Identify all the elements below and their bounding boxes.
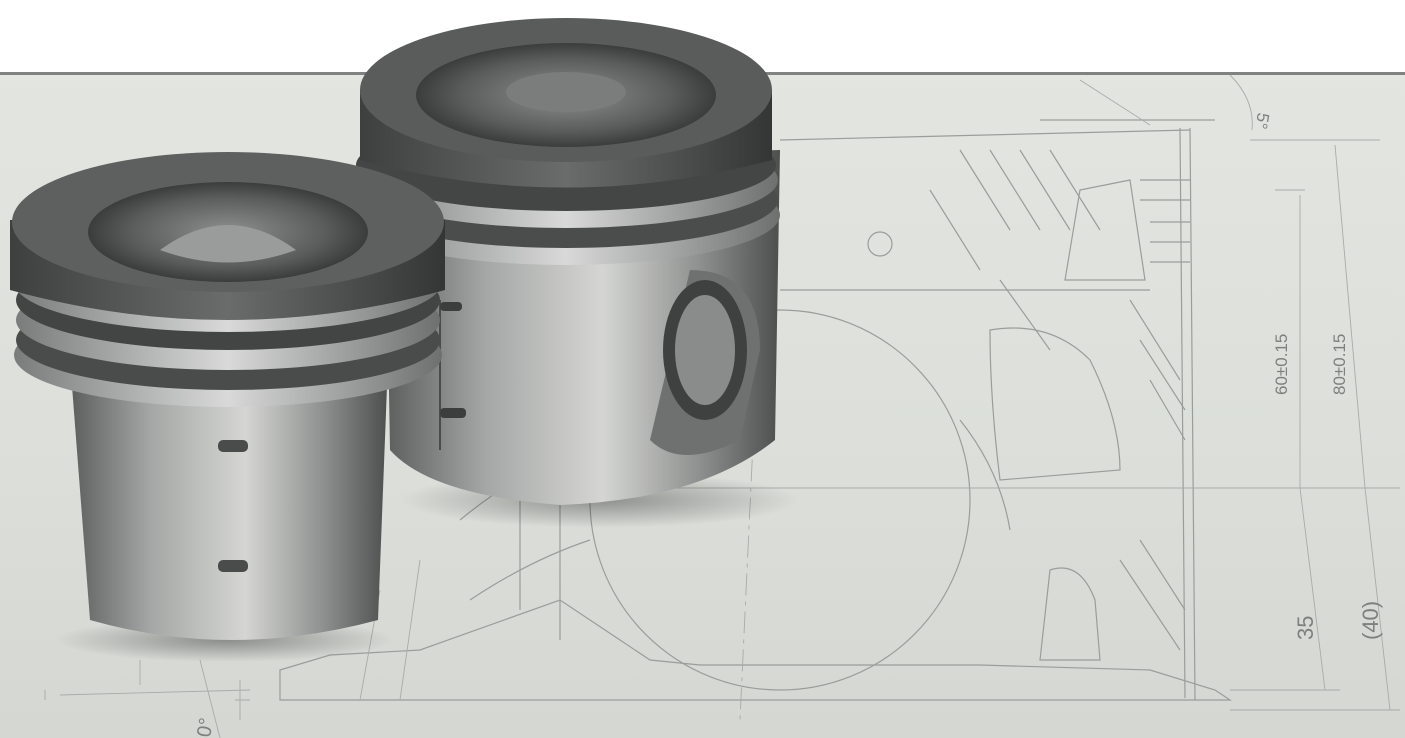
dim-label-5deg: 5°	[1251, 111, 1273, 130]
dim-label-80: 80±0.15	[1330, 334, 1349, 395]
piston-rear	[352, 18, 800, 528]
dim-label-35: 35	[1293, 616, 1318, 640]
piston-front	[10, 152, 445, 662]
dim-label-0deg: 0°	[193, 716, 218, 738]
dim-label-60: 60±0.15	[1272, 334, 1291, 395]
dim-label-40: (40)	[1358, 601, 1383, 640]
